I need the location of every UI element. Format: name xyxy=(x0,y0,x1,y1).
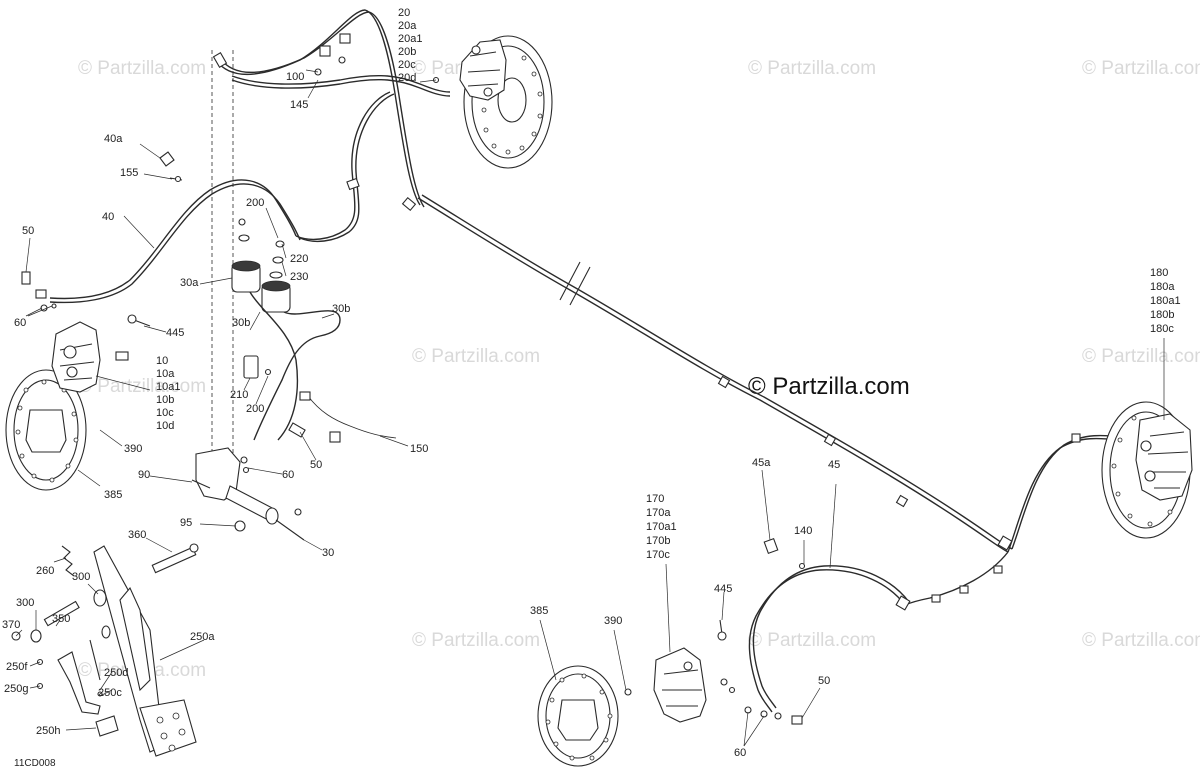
callout-155: 155 xyxy=(120,167,138,179)
watermark-center: © Partzilla.com xyxy=(748,373,910,400)
label: 170 xyxy=(646,493,664,505)
rear-brake-line xyxy=(417,194,1125,606)
callout-30b-right: 30b xyxy=(332,303,350,315)
callout-140: 140 xyxy=(794,525,812,537)
callout-390-right: 390 xyxy=(604,615,622,627)
label: 180a xyxy=(1150,281,1175,293)
watermark: © Partzilla.com xyxy=(412,346,540,367)
callout-300-a: 300 xyxy=(72,571,90,583)
callout-250c: 250c xyxy=(98,687,122,699)
callout-445-right: 445 xyxy=(714,583,732,595)
label: 180b xyxy=(1150,309,1174,321)
label: 10a1 xyxy=(156,381,180,393)
callout-60-right: 60 xyxy=(734,747,746,759)
watermark: © Partzilla.com xyxy=(1082,630,1200,651)
callout-95: 95 xyxy=(180,517,192,529)
label: 20a xyxy=(398,20,417,32)
callout-145: 145 xyxy=(290,99,308,111)
callout-210: 210 xyxy=(230,389,248,401)
callout-370: 370 xyxy=(2,619,20,631)
callout-220: 220 xyxy=(290,253,308,265)
rear-left-brake-assembly xyxy=(537,619,736,767)
label: 10c xyxy=(156,407,174,419)
label: 20 xyxy=(398,7,410,19)
front-left-brake-assembly xyxy=(5,314,151,491)
master-cylinder-reservoirs xyxy=(231,218,341,441)
label: 20c xyxy=(398,59,416,71)
label: 10 xyxy=(156,355,168,367)
callout-200-mid: 200 xyxy=(246,403,264,415)
callout-385-right: 385 xyxy=(530,605,548,617)
label: 20a1 xyxy=(398,33,422,45)
front-right-brake-assembly xyxy=(432,35,553,169)
callout-250g: 250g xyxy=(4,683,28,695)
callout-350: 350 xyxy=(52,613,70,625)
label: 10b xyxy=(156,394,174,406)
label: 10d xyxy=(156,420,174,432)
top-brake-lines xyxy=(212,9,451,243)
callout-230: 230 xyxy=(290,271,308,283)
watermark: © Partzilla.com xyxy=(78,376,206,397)
callout-50-left: 50 xyxy=(22,225,34,237)
brake-switch-wire xyxy=(288,391,397,443)
callout-300-b: 300 xyxy=(16,597,34,609)
label: 20b xyxy=(398,46,416,58)
callout-150: 150 xyxy=(410,443,428,455)
watermarks: © Partzilla.com © Partzilla.com © Partzi… xyxy=(78,58,1200,681)
label: 180c xyxy=(1150,323,1174,335)
callout-250a: 250a xyxy=(190,631,215,643)
label: 170b xyxy=(646,535,670,547)
callout-385-left: 385 xyxy=(104,489,122,501)
label: 180a1 xyxy=(1150,295,1181,307)
callout-100: 100 xyxy=(286,71,304,83)
callout-50-right: 50 xyxy=(818,675,830,687)
label: 10a xyxy=(156,368,175,380)
callout-30a: 30a xyxy=(180,277,199,289)
callout-30b-left: 30b xyxy=(232,317,250,329)
label: 170a xyxy=(646,507,671,519)
callout-50-mid: 50 xyxy=(310,459,322,471)
callout-60-mid: 60 xyxy=(282,469,294,481)
leader-lines xyxy=(15,69,1165,747)
callout-labels: 20 20a 20a1 20b 20c 20d 100 145 40a 155 … xyxy=(2,7,1181,759)
watermark: © Partzilla.com xyxy=(78,58,206,79)
watermark: © Partzilla.com xyxy=(748,630,876,651)
callout-45: 45 xyxy=(828,459,840,471)
callout-360: 360 xyxy=(128,529,146,541)
watermark: © Partzilla.com xyxy=(748,58,876,79)
callout-390-left: 390 xyxy=(124,443,142,455)
master-cylinder xyxy=(191,447,305,541)
alignment-lines xyxy=(211,50,234,470)
diagram-code: 11CD008 xyxy=(14,758,56,769)
callout-40a: 40a xyxy=(104,133,123,145)
callout-90: 90 xyxy=(138,469,150,481)
label: 170c xyxy=(646,549,670,561)
left-brake-hose xyxy=(21,151,301,312)
bottom-disc-holes xyxy=(545,673,613,761)
rear-right-brake-assembly xyxy=(1101,401,1193,539)
disc-holes xyxy=(481,55,543,155)
label: 20d xyxy=(398,72,416,84)
callout-30: 30 xyxy=(322,547,334,559)
callout-170: 170 170a 170a1 170b 170c xyxy=(646,493,677,561)
callout-445-left: 445 xyxy=(166,327,184,339)
callout-20: 20 20a 20a1 20b 20c 20d xyxy=(398,7,422,84)
callout-10: 10 10a 10a1 10b 10c 10d xyxy=(156,355,180,432)
callout-40: 40 xyxy=(102,211,114,223)
callout-260: 260 xyxy=(36,565,54,577)
callout-200-top: 200 xyxy=(246,197,264,209)
watermark: © Partzilla.com xyxy=(412,630,540,651)
watermark: © Partzilla.com xyxy=(1082,58,1200,79)
callout-250f: 250f xyxy=(6,661,28,673)
watermark: © Partzilla.com xyxy=(1082,346,1200,367)
callout-180: 180 180a 180a1 180b 180c xyxy=(1150,267,1181,335)
label: 180 xyxy=(1150,267,1168,279)
callout-60-left: 60 xyxy=(14,317,26,329)
callout-45a: 45a xyxy=(752,457,771,469)
label: 170a1 xyxy=(646,521,677,533)
callout-250h: 250h xyxy=(36,725,60,737)
callout-250d: 250d xyxy=(104,667,128,679)
brake-pedal-assembly xyxy=(11,543,199,757)
